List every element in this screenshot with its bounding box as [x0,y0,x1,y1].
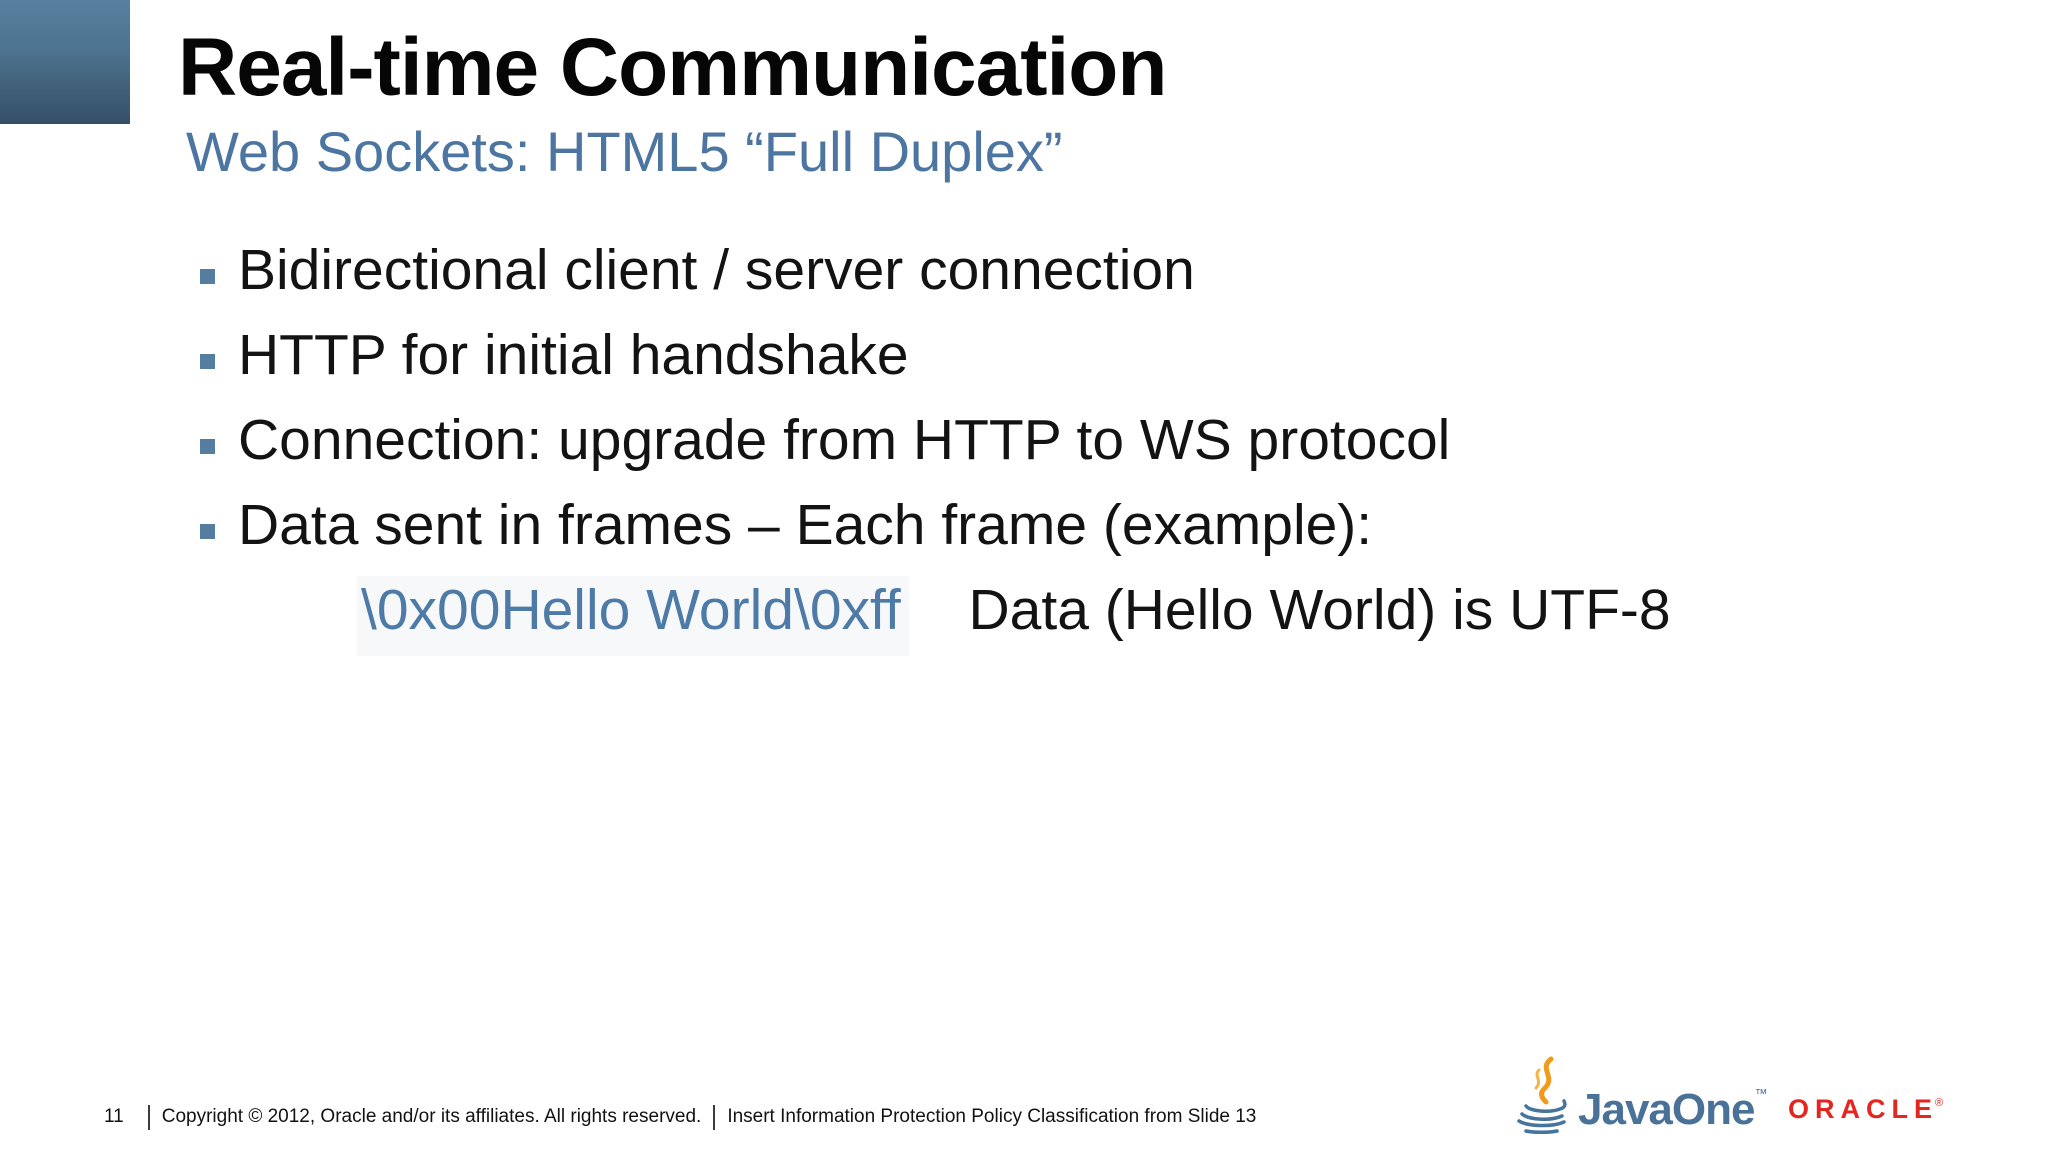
bullet-square-icon [200,439,215,454]
oracle-logo: ORACLE® [1788,1096,1943,1123]
corner-decoration [0,0,130,124]
bullet-text: Bidirectional client / server connection [238,238,1195,302]
javaone-logo: JavaOne™ [1512,1056,1767,1136]
oracle-wordmark: ORACLE [1788,1094,1938,1124]
slide-subtitle: Web Sockets: HTML5 “Full Duplex” [186,120,1063,183]
frame-example-row: \0x00Hello World\0xff Data (Hello World)… [200,568,1671,656]
footer-copyright: Copyright © 2012, Oracle and/or its affi… [161,1106,702,1127]
bullet-square-icon [200,524,215,539]
footer-divider [713,1104,716,1130]
trademark-symbol: ™ [1754,1086,1768,1101]
slide-title: Real-time Communication [178,22,1167,113]
bullet-item: Data sent in frames – Each frame (exampl… [200,483,1671,568]
java-cup-icon [1517,1056,1567,1135]
frame-example-bytes: \0x00Hello World\0xff [357,576,909,656]
bullet-item: HTTP for initial handshake [200,313,1671,398]
footer-divider [147,1104,150,1130]
footer-classification: Insert Information Protection Policy Cla… [727,1106,1257,1127]
bullet-text: Connection: upgrade from HTTP to WS prot… [238,408,1451,472]
bullet-square-icon [200,354,215,369]
javaone-wordmark: JavaOne™ [1578,1085,1768,1134]
frame-example-explanation: Data (Hello World) is UTF-8 [968,578,1671,642]
bullet-square-icon [200,269,215,284]
slide-number: 11 [104,1106,124,1127]
bullet-item: Connection: upgrade from HTTP to WS prot… [200,398,1671,483]
bullet-text: Data sent in frames – Each frame (exampl… [238,493,1373,557]
registered-symbol: ® [1935,1097,1944,1109]
bullet-list: Bidirectional client / server connection… [200,228,1671,656]
bullet-text: HTTP for initial handshake [238,323,909,387]
slide-footer: 11 Copyright © 2012, Oracle and/or its a… [104,1102,1256,1132]
bullet-item: Bidirectional client / server connection [200,228,1671,313]
